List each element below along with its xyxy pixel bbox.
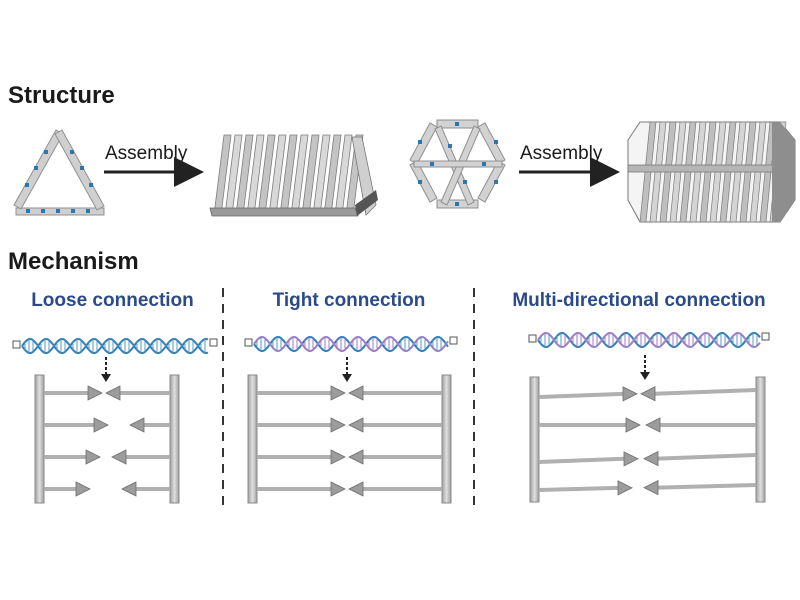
connector-tip <box>87 385 103 401</box>
hex-stack-end <box>772 122 795 222</box>
hexagon-assembly <box>627 121 796 223</box>
connector-arm <box>657 453 757 461</box>
dna-backbone <box>253 335 449 353</box>
connector-tip <box>85 449 101 465</box>
triangle-monomer <box>13 129 105 216</box>
dna-strand-loose <box>12 337 218 355</box>
triangle-assembly <box>209 134 378 217</box>
dna-end-cap <box>761 332 770 341</box>
dna-end-cap <box>12 340 21 349</box>
dna-end-cap <box>209 338 218 347</box>
connector-arm <box>654 388 757 396</box>
structure-heading: Structure <box>8 82 115 109</box>
connector-tip <box>105 385 121 401</box>
connector-tip <box>645 417 661 433</box>
connector-tip <box>330 417 346 433</box>
connector-arm <box>538 485 619 492</box>
connector-tip <box>330 481 346 497</box>
connector-tip <box>330 385 346 401</box>
binding-arrow-loose <box>101 357 111 382</box>
panel-title-tight: Tight connection <box>272 290 426 311</box>
connector-tip <box>129 417 145 433</box>
assembly-label-1: Assembly <box>105 143 188 164</box>
connector-arm <box>538 456 625 464</box>
multi-connection-diagram <box>529 376 766 503</box>
dna-end-cap <box>528 334 537 343</box>
binding-arrow-tight <box>342 357 352 382</box>
tight-connection-diagram <box>247 374 452 504</box>
connector-tip <box>121 481 137 497</box>
assembly-label-2: Assembly <box>520 143 603 164</box>
connector-tip <box>348 449 364 465</box>
connector-tip <box>348 417 364 433</box>
dna-end-cap <box>244 338 253 347</box>
connector-tip <box>111 449 127 465</box>
hex-stack-mid <box>627 164 796 173</box>
connector-tip <box>330 449 346 465</box>
mechanism-heading: Mechanism <box>8 248 139 275</box>
connector-tip <box>643 479 659 496</box>
connector-tip <box>640 386 656 402</box>
connector-tip <box>617 480 633 496</box>
stack-shadow <box>355 190 378 216</box>
stack-base <box>209 207 359 217</box>
connector-arm <box>657 483 757 490</box>
connector-tip <box>348 481 364 497</box>
panel-title-multi: Multi-directional connection <box>512 290 766 311</box>
connector-tip <box>643 450 659 467</box>
connector-arm <box>538 391 624 399</box>
connector-tip <box>622 386 638 402</box>
binding-arrow-multi <box>640 355 650 380</box>
hexagon-monomer <box>409 119 506 209</box>
dna-strand-multi <box>528 331 770 349</box>
connector-tip <box>623 451 639 467</box>
dna-end-cap <box>449 336 458 345</box>
connector-tip <box>93 417 109 433</box>
connector-tip <box>625 417 641 433</box>
loose-connection-diagram <box>34 374 180 504</box>
panel-title-loose: Loose connection <box>31 290 194 311</box>
connector-tip <box>348 385 364 401</box>
connector-tip <box>75 481 91 497</box>
dna-strand-tight <box>244 335 458 353</box>
